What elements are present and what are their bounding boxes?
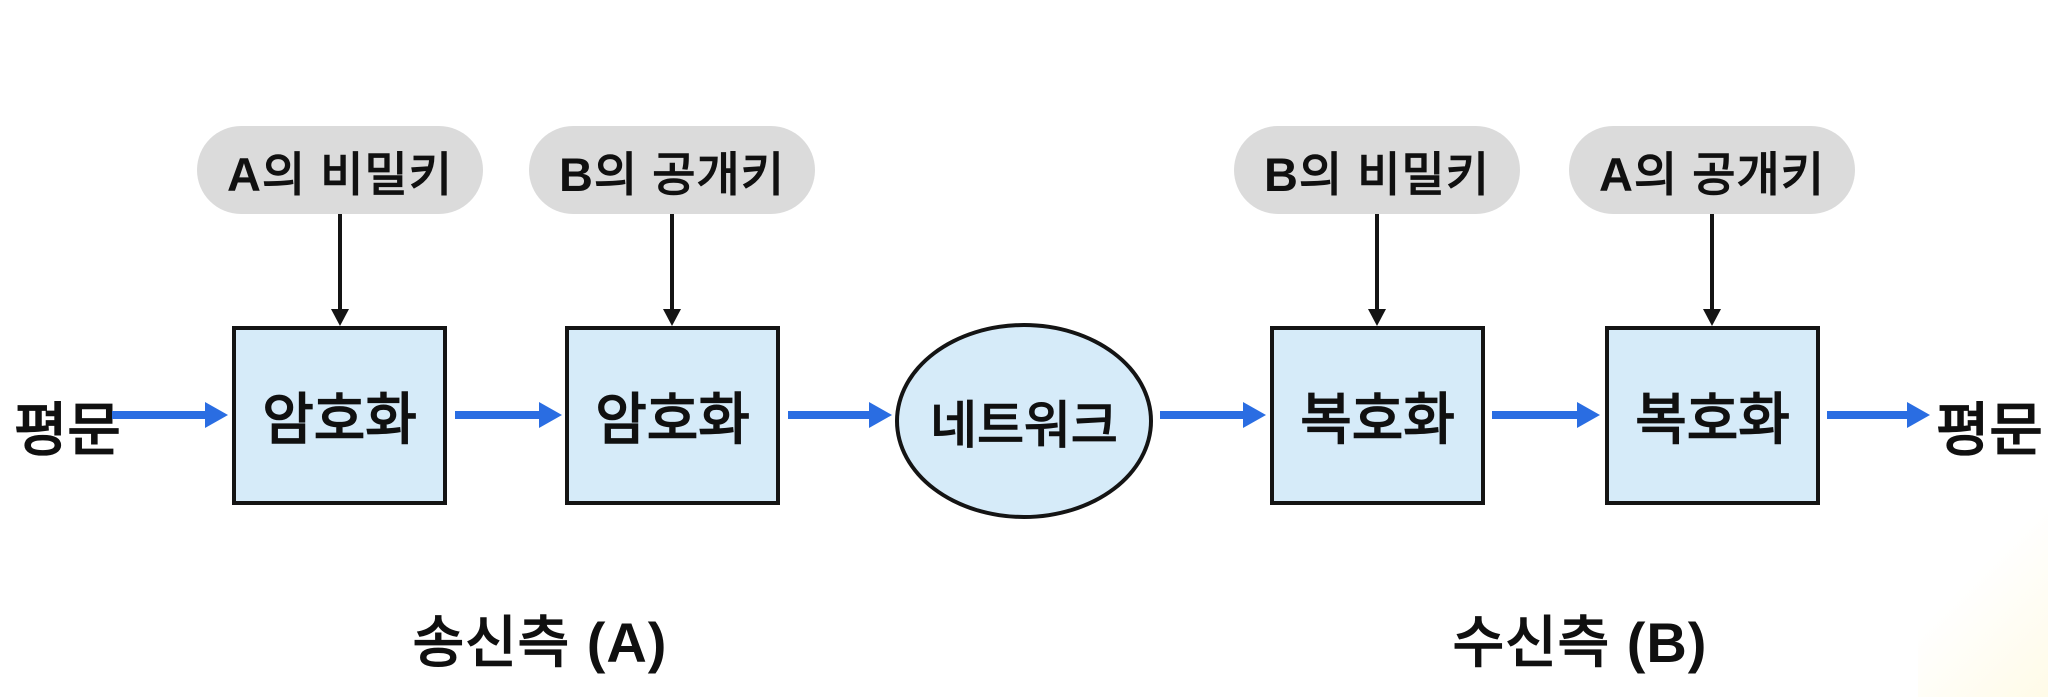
corner-highlight-decoration — [1918, 507, 2048, 697]
key-down-arrow-2 — [662, 214, 682, 326]
node-label: 복호화 — [1300, 388, 1455, 451]
flow-arrow-6 — [1827, 402, 1930, 428]
flow-arrow-5 — [1492, 402, 1600, 428]
node-label: 암호화 — [595, 388, 750, 451]
arrow-head — [663, 309, 681, 326]
node-label: 네트워크 — [930, 397, 1118, 454]
flow-arrow-3 — [788, 402, 892, 428]
key-pill-label: A의 비밀키 — [227, 147, 453, 201]
arrow-head — [1243, 402, 1266, 428]
arrow-head — [205, 402, 228, 428]
arrow-head — [539, 402, 562, 428]
arrow-shaft — [1160, 411, 1243, 419]
flow-arrow-4 — [1160, 402, 1266, 428]
key-pill-a-private-key: A의 비밀키 — [197, 126, 483, 214]
arrow-head — [1577, 402, 1600, 428]
arrow-head — [1907, 402, 1930, 428]
node-decrypt-2: 복호화 — [1605, 326, 1820, 505]
arrow-shaft — [1492, 411, 1577, 419]
arrow-shaft — [788, 411, 869, 419]
arrow-head — [1703, 309, 1721, 326]
arrow-shaft — [1375, 214, 1379, 309]
key-down-arrow-4 — [1702, 214, 1722, 326]
key-pill-b-private-key: B의 비밀키 — [1234, 126, 1520, 214]
node-network: 네트워크 — [895, 323, 1153, 519]
arrow-shaft — [338, 214, 342, 309]
arrow-shaft — [1710, 214, 1714, 309]
arrow-head — [331, 309, 349, 326]
node-encrypt-1: 암호화 — [232, 326, 447, 505]
flow-arrow-2 — [455, 402, 562, 428]
node-encrypt-2: 암호화 — [565, 326, 780, 505]
arrow-head — [869, 402, 892, 428]
plaintext-label-right: 평문 — [1936, 398, 2043, 463]
node-label: 복호화 — [1635, 388, 1790, 451]
arrow-head — [1368, 309, 1386, 326]
key-pill-label: B의 비밀키 — [1264, 147, 1490, 201]
flow-arrow-1 — [112, 402, 228, 428]
sender-group-label: 송신측 (A) — [412, 611, 668, 674]
key-pill-label: B의 공개키 — [559, 147, 785, 201]
arrow-shaft — [670, 214, 674, 309]
node-decrypt-1: 복호화 — [1270, 326, 1485, 505]
arrow-shaft — [112, 411, 205, 419]
arrow-shaft — [1827, 411, 1907, 419]
key-pill-b-public-key: B의 공개키 — [529, 126, 815, 214]
key-pill-label: A의 공개키 — [1599, 147, 1825, 201]
key-down-arrow-1 — [330, 214, 350, 326]
plaintext-label-left: 평문 — [14, 398, 121, 463]
key-pill-a-public-key: A의 공개키 — [1569, 126, 1855, 214]
receiver-group-label: 수신측 (B) — [1452, 611, 1708, 674]
node-label: 암호화 — [262, 388, 417, 451]
arrow-shaft — [455, 411, 539, 419]
key-down-arrow-3 — [1367, 214, 1387, 326]
